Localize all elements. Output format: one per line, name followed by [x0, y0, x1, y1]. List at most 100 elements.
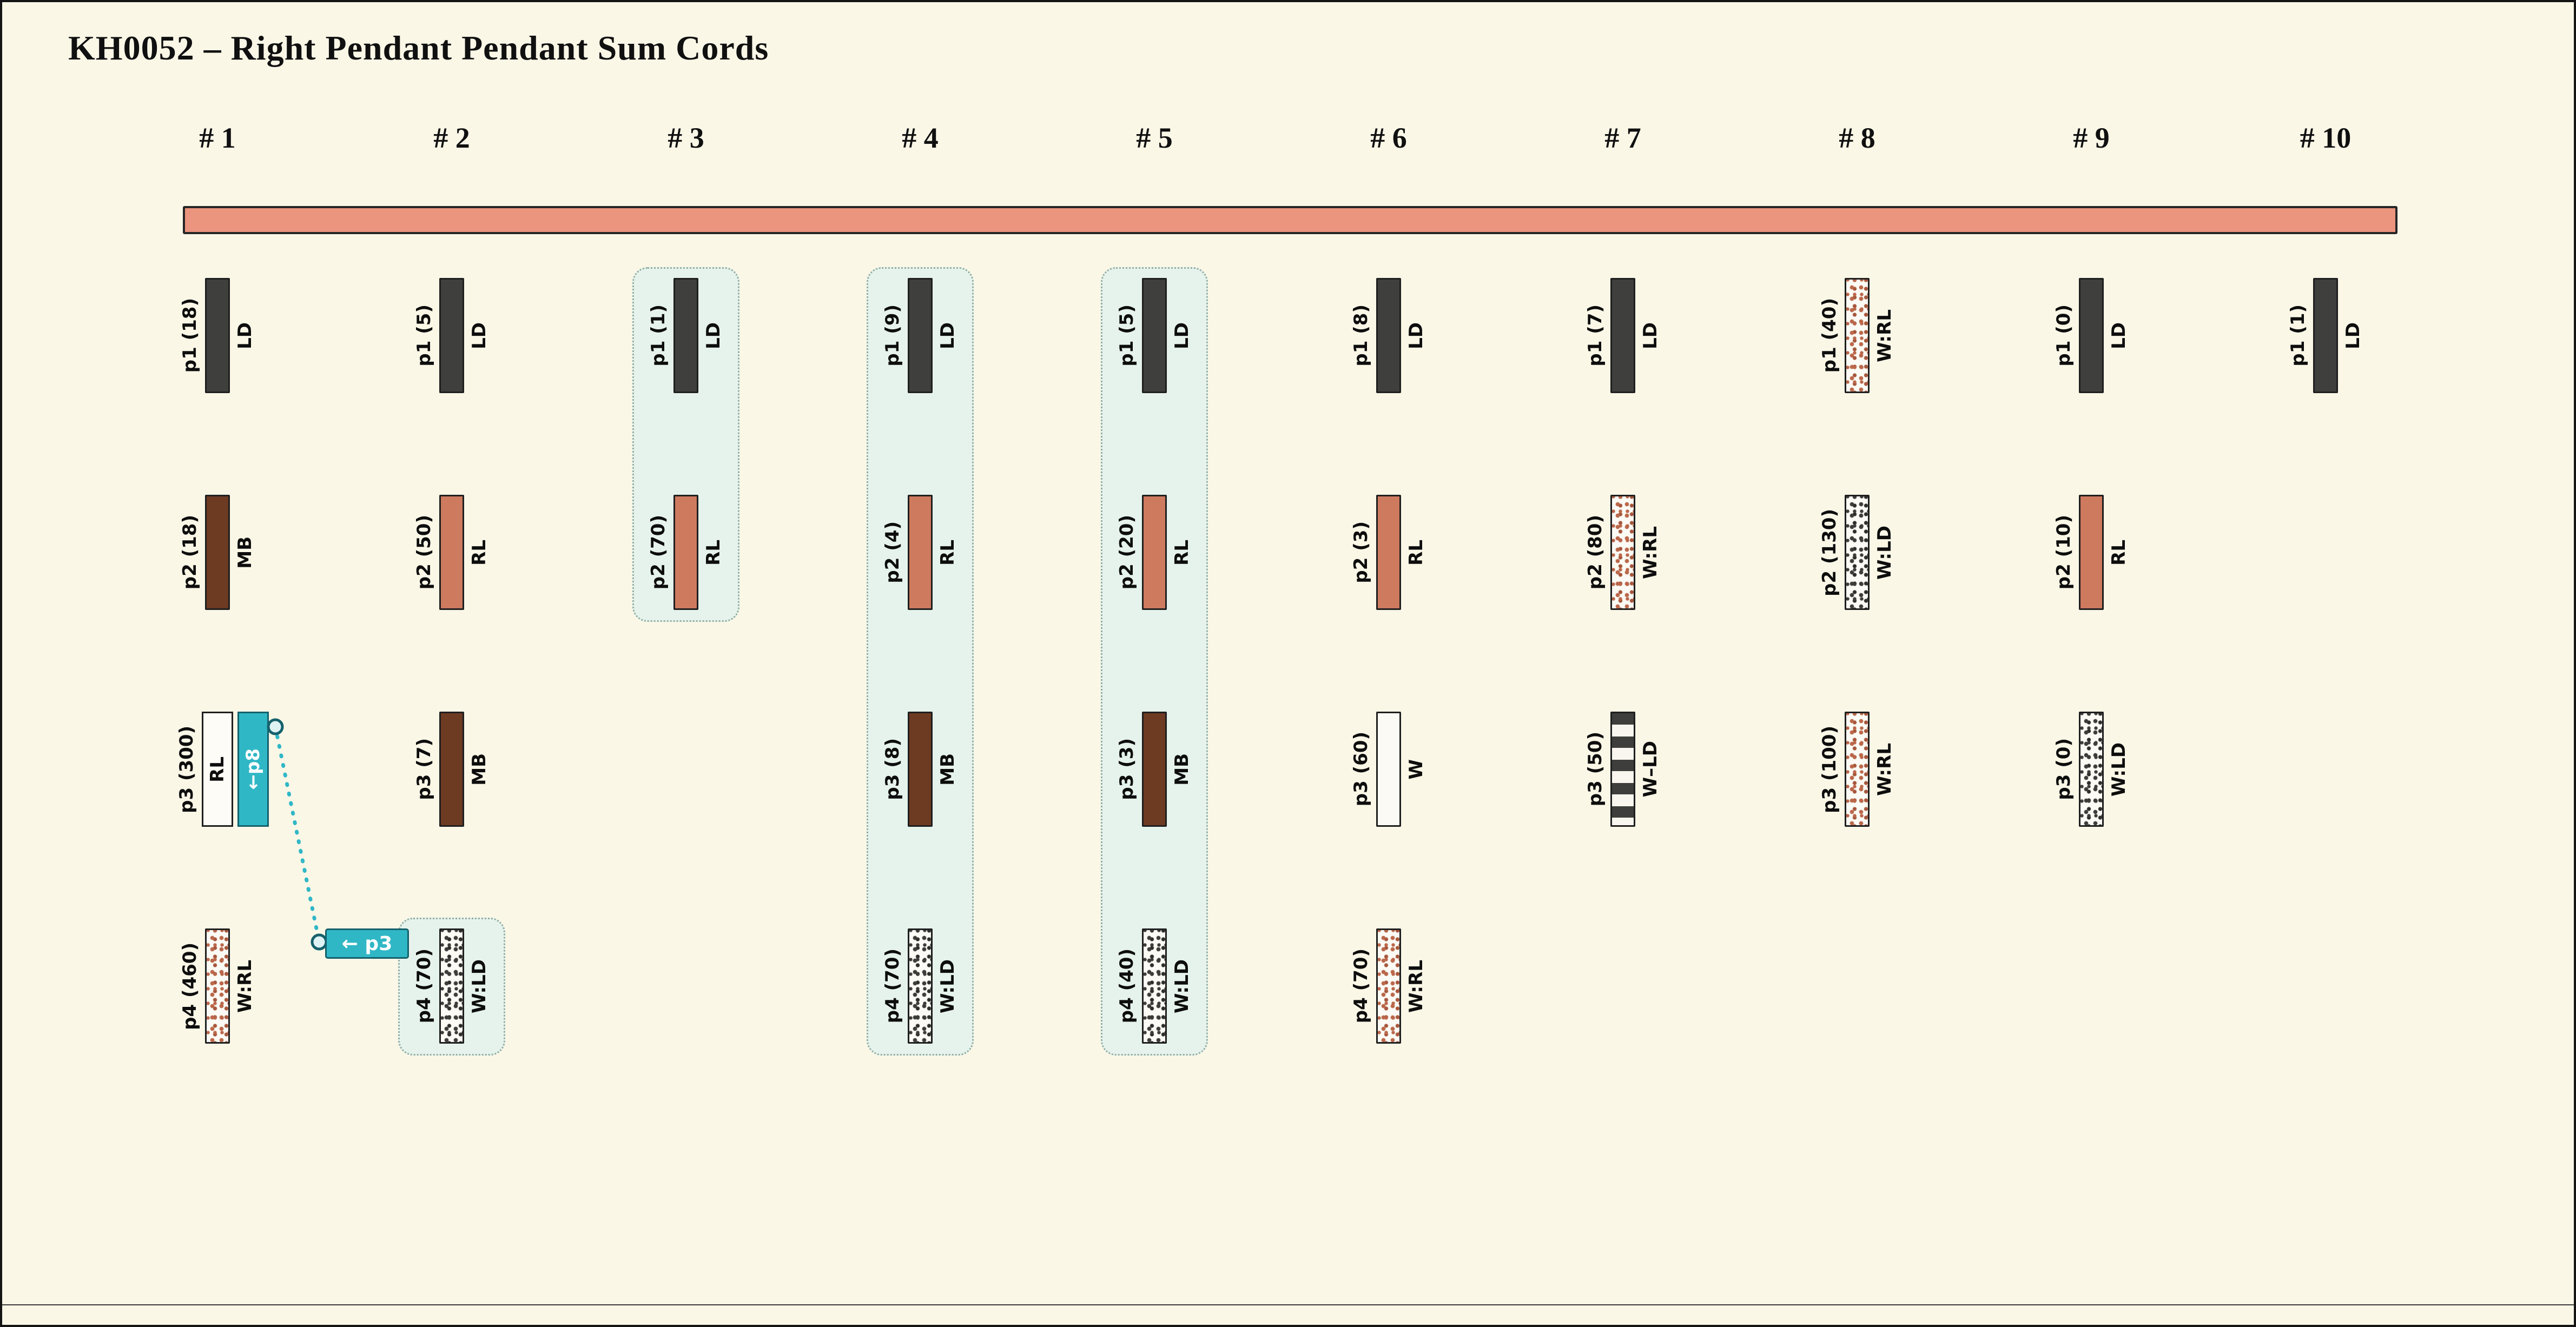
pendant-cord-bar[interactable] — [1376, 495, 1401, 610]
pendant-color-code: RL — [207, 756, 228, 782]
pendant-cord-bar[interactable] — [1610, 712, 1635, 827]
pendant-c5-p4[interactable]: p4 (40)W:LD — [1116, 928, 1193, 1044]
pendant-cord-bar[interactable] — [1376, 278, 1401, 393]
pendant-c1-p4[interactable]: p4 (460)W:RL — [179, 928, 256, 1044]
cluster-header-2: # 2 — [433, 122, 470, 154]
pendant-cord-bar[interactable] — [908, 712, 933, 827]
pendant-cord-bar[interactable] — [1610, 495, 1635, 610]
pendant-c5-p3[interactable]: p3 (3) MB — [1116, 712, 1193, 827]
pendant-c2-p1[interactable]: p1 (5)LD — [413, 278, 490, 393]
pendant-c6-p3[interactable]: p3 (60)W — [1350, 712, 1427, 827]
pendant-c6-p4[interactable]: p4 (70)W:RL — [1350, 928, 1427, 1044]
pendant-label: p1 (0) — [2053, 304, 2075, 367]
pendant-cord-bar[interactable] — [439, 712, 464, 827]
pendant-color-code: LD — [234, 322, 256, 349]
pendant-label: p1 (7) — [1584, 304, 1606, 367]
pendant-c8-p3[interactable]: p3 (100)W:RL — [1819, 712, 1895, 827]
pendant-cord-bar[interactable] — [2313, 278, 2338, 393]
pendant-c7-p1[interactable]: p1 (7)LD — [1584, 278, 1661, 393]
pendant-c7-p3[interactable]: p3 (50) W–LD — [1584, 712, 1661, 827]
pendant-label: p3 (50) — [1584, 732, 1606, 807]
page-title: KH0052 – Right Pendant Pendant Sum Cords — [68, 29, 769, 67]
pendant-cord-bar[interactable] — [908, 495, 933, 610]
pendant-color-code: RL — [703, 539, 724, 566]
pendant-c6-p1[interactable]: p1 (8)LD — [1350, 278, 1427, 393]
pendant-cord-bar[interactable] — [205, 278, 230, 393]
pendant-c4-p4[interactable]: p4 (70)W:LD — [882, 928, 959, 1044]
pendant-c2-p4[interactable]: p4 (70)W:LD — [413, 928, 490, 1044]
pendant-color-code: W:RL — [1640, 526, 1661, 579]
pendant-cord-bar[interactable] — [205, 495, 230, 610]
pendant-c2-p3[interactable]: p3 (7)MB — [413, 712, 490, 827]
pendant-c5-p2[interactable]: p2 (20)RL — [1116, 495, 1193, 610]
sum-pointer-box[interactable]: ← p3 — [325, 928, 409, 959]
pendant-label: p1 (5) — [1116, 304, 1138, 367]
pendant-cord-bar[interactable] — [1845, 712, 1870, 827]
pendant-cord-bar[interactable] — [1142, 712, 1167, 827]
pendant-cord-bar[interactable] — [673, 495, 698, 610]
pendant-cord-bar[interactable] — [908, 928, 933, 1044]
pendant-c5-p1[interactable]: p1 (5)LD — [1116, 278, 1193, 393]
pendant-label: p3 (3) — [1116, 738, 1138, 800]
pendant-c8-p1[interactable]: p1 (40)W:RL — [1819, 278, 1895, 393]
pendant-cord-bar[interactable] — [1845, 278, 1870, 393]
pendant-cord-bar[interactable] — [1142, 495, 1167, 610]
primary-cord-bar[interactable] — [183, 206, 2397, 234]
pendant-cord-bar[interactable] — [1376, 928, 1401, 1044]
pendant-color-code: W–LD — [1640, 741, 1661, 798]
pendant-cord-box[interactable]: RL — [202, 712, 233, 827]
pendant-cord-bar[interactable] — [439, 495, 464, 610]
pendant-cord-bar[interactable] — [2079, 278, 2104, 393]
pendant-c3-p1[interactable]: p1 (1)LD — [648, 278, 724, 393]
pendant-color-code: MB — [1171, 753, 1193, 786]
pendant-c4-p3[interactable]: p3 (8)MB — [882, 712, 959, 827]
pendant-label: p3 (0) — [2053, 738, 2075, 800]
pendant-cord-bar[interactable] — [439, 278, 464, 393]
pendant-cord-bar[interactable] — [673, 278, 698, 393]
pendant-cord-bar[interactable] — [439, 928, 464, 1044]
pendant-label: p1 (1) — [2287, 304, 2309, 367]
sum-link-handle-top[interactable] — [267, 718, 284, 735]
sum-link-line — [273, 725, 321, 944]
cluster-header-7: # 7 — [1604, 122, 1641, 154]
pendant-cord-bar[interactable] — [1610, 278, 1635, 393]
pendant-c3-p2[interactable]: p2 (70)RL — [648, 495, 724, 610]
pendant-cord-bar[interactable] — [2079, 712, 2104, 827]
pendant-c1-p3[interactable]: p3 (300)RL←p8 — [176, 712, 269, 827]
pendant-cord-bar[interactable] — [1142, 928, 1167, 1044]
pendant-color-code: RL — [1171, 539, 1193, 566]
pendant-color-code: RL — [468, 539, 490, 566]
pendant-c1-p1[interactable]: p1 (18)LD — [179, 278, 256, 393]
pendant-c9-p1[interactable]: p1 (0) LD — [2053, 278, 2130, 393]
sum-link-handle-bottom[interactable] — [311, 933, 328, 951]
pendant-cord-bar[interactable] — [205, 928, 230, 1044]
pendant-label: p1 (1) — [648, 304, 669, 367]
pendant-cord-bar[interactable] — [908, 278, 933, 393]
pendant-label: p4 (70) — [882, 948, 903, 1024]
pendant-color-code: W:LD — [468, 959, 490, 1013]
pendant-c2-p2[interactable]: p2 (50)RL — [413, 495, 490, 610]
pendant-color-code: W:LD — [1171, 959, 1193, 1013]
pendant-c7-p2[interactable]: p2 (80) W:RL — [1584, 495, 1661, 610]
pendant-color-code: LD — [937, 322, 959, 349]
pendant-c4-p1[interactable]: p1 (9) LD — [882, 278, 959, 393]
pendant-c8-p2[interactable]: p2 (130)W:LD — [1819, 495, 1895, 610]
sum-annotation-box[interactable]: ←p8 — [237, 712, 269, 827]
pendant-label: p1 (9) — [882, 304, 903, 367]
pendant-cord-bar[interactable] — [1142, 278, 1167, 393]
pendant-c4-p2[interactable]: p2 (4)RL — [882, 495, 959, 610]
pendant-label: p1 (40) — [1819, 298, 1840, 373]
pendant-cord-bar[interactable] — [1376, 712, 1401, 827]
pendant-color-code: LD — [2108, 322, 2130, 349]
pendant-c6-p2[interactable]: p2 (3)RL — [1350, 495, 1427, 610]
pendant-c9-p3[interactable]: p3 (0)W:LD — [2053, 712, 2130, 827]
pendant-cord-bar[interactable] — [2079, 495, 2104, 610]
pendant-c1-p2[interactable]: p2 (18)MB — [179, 495, 256, 610]
pendant-cord-bar[interactable] — [1845, 495, 1870, 610]
pendant-label: p2 (80) — [1584, 515, 1606, 590]
pendant-color-code: MB — [468, 753, 490, 786]
pendant-c10-p1[interactable]: p1 (1) LD — [2287, 278, 2364, 393]
pendant-c9-p2[interactable]: p2 (10)RL — [2053, 495, 2130, 610]
pendant-color-code: LD — [2342, 322, 2364, 349]
